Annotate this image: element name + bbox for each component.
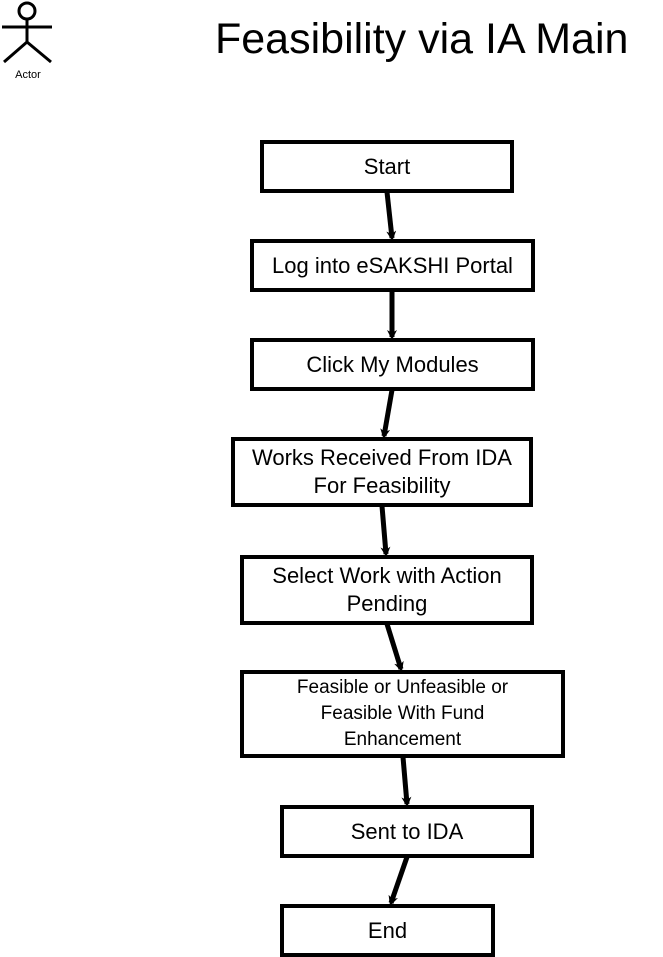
connector-feasible-to-sent [400,756,412,807]
step-login: Log into eSAKSHI Portal [250,239,535,292]
step-feasibility-decision: Feasible or Unfeasible or Feasible With … [240,670,565,758]
actor-label: Actor [15,69,41,81]
step-start: Start [260,140,514,193]
connector-modules-to-works [380,389,395,439]
connector-select-to-feasible [384,623,404,672]
actor-figure: Actor [0,0,56,82]
step-start-label: Start [363,153,411,179]
step-my-modules-label: Click My Modules [306,351,479,377]
step-sent-to-ida-label: Sent to IDA [350,818,464,844]
step-end-label: End [367,917,408,943]
step-select-work: Select Work with Action Pending [240,555,534,625]
connector-works-to-select [379,505,391,557]
step-works-received: Works Received From IDA For Feasibility [231,437,533,507]
step-select-work-label: Select Work with Action Pending [272,563,502,616]
stick-figure-icon [2,1,52,64]
connector-sent-to-end [388,856,410,906]
step-login-label: Log into eSAKSHI Portal [272,252,513,278]
step-works-received-label: Works Received From IDA For Feasibility [252,445,512,498]
step-end: End [280,904,495,957]
connector-start-to-login [384,191,397,241]
diagram-title: Feasibility via IA Main [215,15,629,63]
step-my-modules: Click My Modules [250,338,535,391]
step-feasibility-decision-label: Feasible or Unfeasible or Feasible With … [296,677,509,750]
step-sent-to-ida: Sent to IDA [280,805,534,858]
